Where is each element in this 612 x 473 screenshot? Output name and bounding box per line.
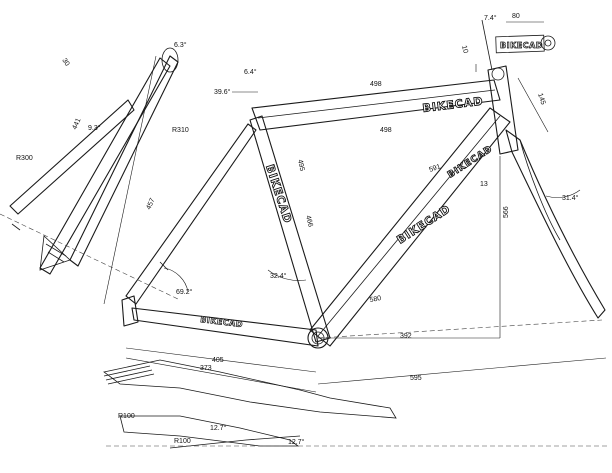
dim-head-offset: 13 — [480, 181, 488, 188]
radius-saddle-curve: R300 — [16, 155, 33, 162]
chainstay-logo: BIKECAD — [200, 315, 244, 329]
down-tube: BIKECAD BIKECAD — [309, 107, 511, 347]
dim-down-tube-lower: 580 — [369, 295, 382, 304]
dim-saddle-nose: 30 — [60, 57, 70, 67]
dim-stem-length: 80 — [512, 13, 520, 20]
angle-saddle: 6.3° — [174, 41, 187, 49]
seatpost-saddle — [9, 47, 179, 275]
angle-stem: 7.4° — [484, 14, 497, 22]
angle-seat-tube: 32.4° — [270, 272, 287, 280]
dim-seat-tube-upper: 495 — [296, 159, 305, 172]
angle-seat-offset: 39.6° — [214, 88, 231, 96]
dimension-labels: 498 498 495 466 591 580 13 566 392 595 4… — [60, 13, 546, 382]
dim-reach: 392 — [400, 333, 412, 340]
angle-seatstay: 69.2° — [176, 288, 193, 296]
chainstay: BIKECAD — [131, 307, 319, 347]
dim-saddle-rail: 441 — [71, 117, 82, 131]
angle-seat-top: 6.4° — [244, 68, 257, 76]
angle-fork: 31.4° — [562, 194, 579, 202]
rear-derailleur — [103, 359, 397, 449]
dim-down-tube-upper: 591 — [428, 163, 441, 174]
stem-logo: BIKECAD — [500, 41, 543, 50]
dim-seatpost: 457 — [145, 197, 156, 211]
fork — [505, 129, 606, 319]
head-tube: BIKECAD — [481, 19, 556, 155]
dim-chainstay-b: 373 — [200, 365, 212, 372]
rear-dropout — [121, 295, 139, 327]
down-tube-logo: BIKECAD — [395, 202, 453, 246]
radius-dropout-bottom: R100 — [174, 438, 191, 445]
angle-saddle-rail: 9.3° — [88, 124, 101, 132]
angle-dropout-a: 12.7° — [210, 424, 227, 432]
dim-seat-tube-lower: 466 — [304, 215, 314, 228]
dim-stack-height: 566 — [503, 206, 510, 218]
radius-labels: R310 R300 R100 R100 — [16, 127, 191, 445]
dim-top-tube-upper: 498 — [370, 81, 382, 88]
angle-labels: 7.4° 6.4° 39.6° 6.3° 9.3° 31.4° 32.4° 69… — [88, 14, 579, 446]
seat-tube: BIKECAD — [249, 115, 331, 343]
seat-stay — [125, 123, 257, 305]
dim-spacer: 10 — [460, 45, 469, 54]
radius-dropout-top: R100 — [118, 413, 135, 420]
dim-chainstay-a: 405 — [212, 357, 224, 364]
down-tube-logo-small: BIKECAD — [446, 144, 495, 180]
dim-front-center: 595 — [410, 375, 422, 382]
dim-head-tube: 145 — [536, 92, 546, 105]
dim-top-tube-lower: 498 — [380, 127, 392, 134]
reference-lines — [0, 21, 610, 447]
radius-saddle: R310 — [172, 127, 189, 134]
angle-dropout-b: 12.7° — [288, 438, 305, 446]
